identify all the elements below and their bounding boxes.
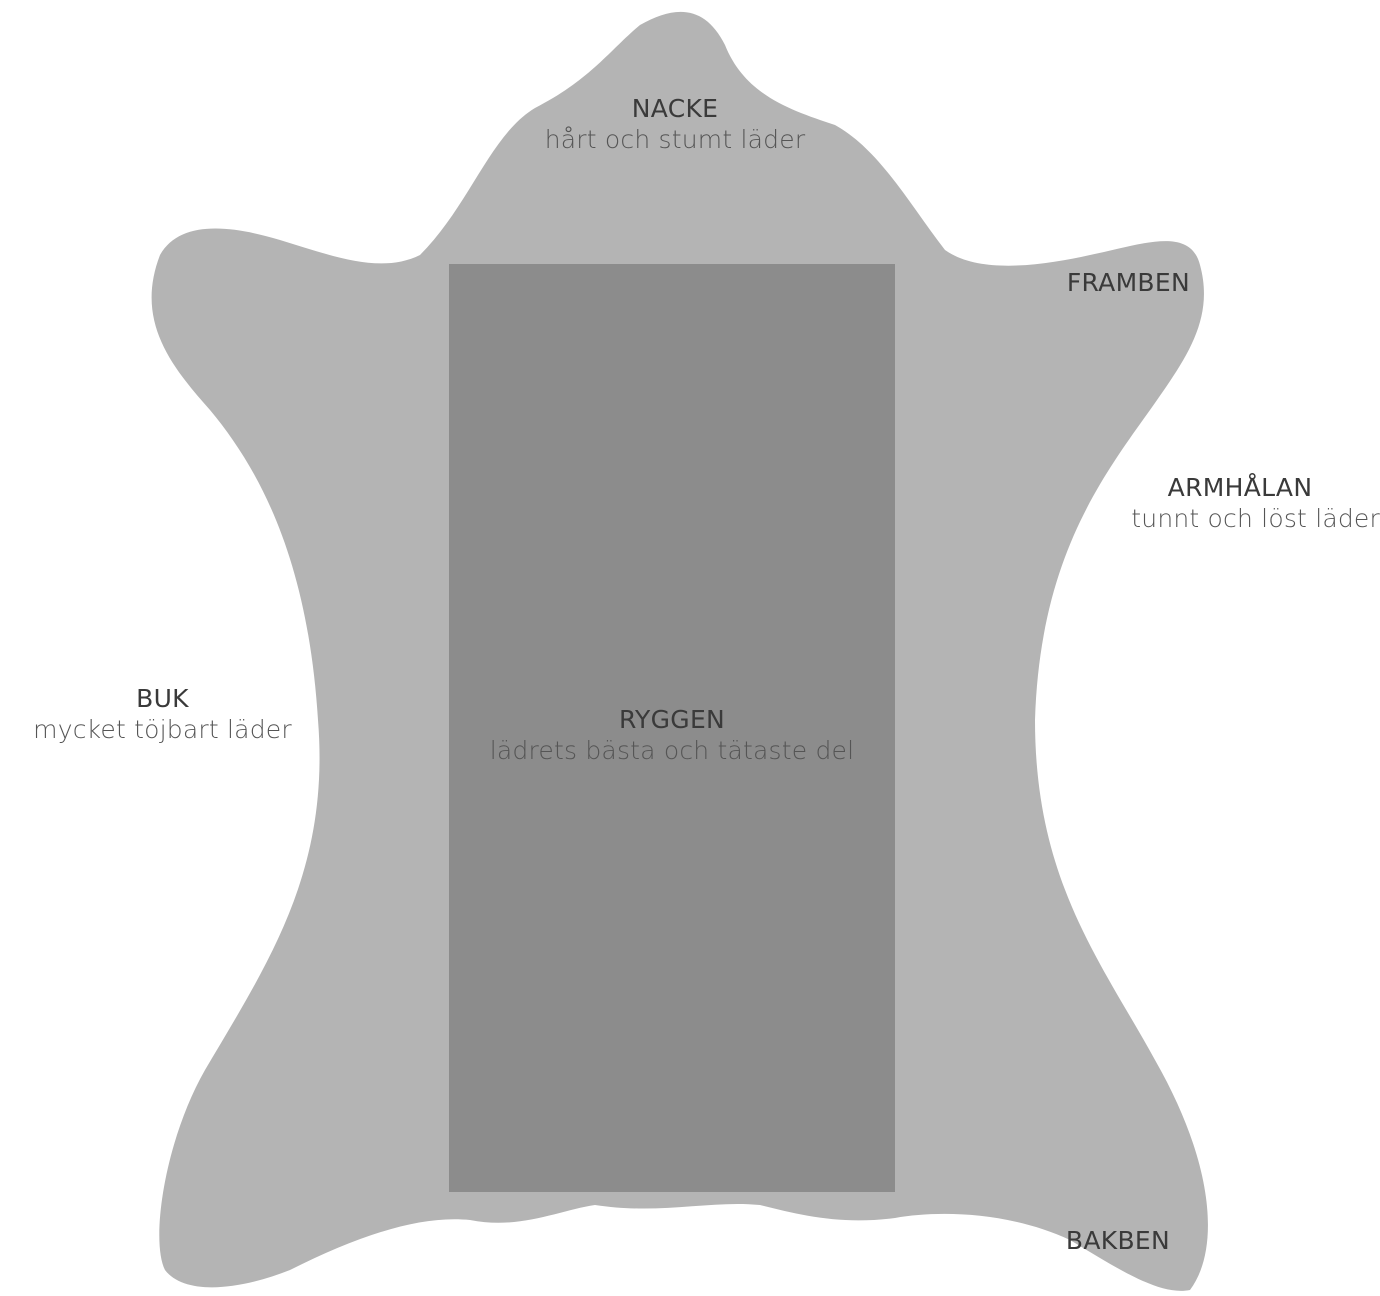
label-ryggen: RYGGEN lädrets bästa och tätaste del: [452, 704, 892, 766]
region-description: lädrets bästa och tätaste del: [452, 735, 892, 766]
label-buk: BUK mycket töjbart läder: [10, 683, 315, 745]
region-title: BAKBEN: [1010, 1225, 1170, 1256]
region-description: mycket töjbart läder: [10, 714, 315, 745]
region-title: RYGGEN: [452, 704, 892, 735]
region-title: FRAMBEN: [1000, 267, 1190, 298]
region-description: hårt och stumt läder: [495, 124, 855, 155]
region-description: tunnt och löst läder: [1100, 503, 1380, 534]
label-bakben: BAKBEN: [1010, 1225, 1170, 1256]
label-nacke: NACKE hårt och stumt läder: [495, 93, 855, 155]
region-title: BUK: [10, 683, 315, 714]
region-title: NACKE: [495, 93, 855, 124]
label-armhalan: ARMHÅLAN tunnt och löst läder: [1100, 472, 1380, 534]
region-title: ARMHÅLAN: [1100, 472, 1380, 503]
label-framben: FRAMBEN: [1000, 267, 1190, 298]
